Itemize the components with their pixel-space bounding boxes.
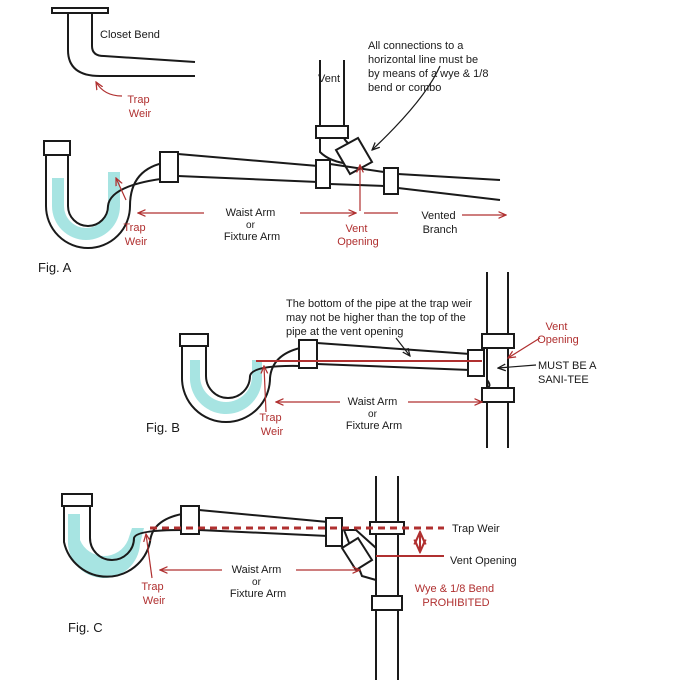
closet-trap-weir-label: Trap Weir bbox=[127, 94, 152, 120]
note-arrow-a bbox=[372, 65, 441, 150]
closet-trap-weir-arrow bbox=[96, 82, 123, 97]
vent-stack-c bbox=[340, 476, 405, 680]
trap-weir-arrow-b bbox=[264, 366, 266, 413]
wye-connection-note: All connections to a horizontal line mus… bbox=[368, 40, 492, 94]
trap-weir-arrow-c bbox=[146, 534, 153, 579]
arm-label-c: Waist Arm or Fixture Arm bbox=[230, 564, 286, 600]
trap-c bbox=[61, 493, 200, 579]
figure-b: The bottom of the pipe at the trap weir … bbox=[146, 272, 599, 448]
must-be-sanitee-label: MUST BE A SANI-TEE bbox=[538, 360, 599, 386]
prohibited-label: Wye & 1/8 Bend PROHIBITED bbox=[415, 583, 497, 609]
note-arrow-b bbox=[395, 337, 410, 356]
trap-weir-level-label: Trap Weir bbox=[452, 523, 500, 535]
vented-branch-label: Vented Branch bbox=[421, 210, 458, 236]
closet-bend-pipe bbox=[51, 7, 196, 77]
trap-weir-label-b: Trap Weir bbox=[259, 412, 284, 438]
fixture-arm-b bbox=[316, 342, 485, 377]
trap-a bbox=[43, 140, 179, 249]
vent-stack-b bbox=[481, 272, 515, 448]
fixture-arm-c bbox=[198, 509, 343, 547]
trap-weir-label-a: Trap Weir bbox=[123, 222, 148, 248]
figure-a: Closet Bend Trap Weir Vent All connectio… bbox=[38, 7, 506, 275]
figure-c-label: Fig. C bbox=[68, 620, 103, 635]
fixture-arm-a bbox=[177, 153, 501, 201]
trap-weir-label-c: Trap Weir bbox=[141, 581, 166, 607]
closet-bend-label: Closet Bend bbox=[100, 29, 160, 41]
figure-c: Trap Weir Vent Opening Wye & 1/8 Bend PR… bbox=[61, 476, 517, 680]
sanitee-arrow bbox=[498, 365, 537, 368]
arm-label-b: Waist Arm or Fixture Arm bbox=[346, 396, 402, 432]
vent-opening-label-a: Vent Opening bbox=[337, 223, 379, 248]
trap-weir-arrow-a bbox=[116, 178, 127, 201]
trap-b bbox=[179, 333, 318, 423]
weir-height-note: The bottom of the pipe at the trap weir … bbox=[286, 298, 475, 338]
vent-opening-arrow-b bbox=[508, 337, 541, 358]
figure-b-label: Fig. B bbox=[146, 420, 180, 435]
figure-a-label: Fig. A bbox=[38, 260, 72, 275]
vent-opening-level-label: Vent Opening bbox=[450, 555, 517, 567]
vent-opening-label-b: Vent Opening bbox=[537, 321, 579, 346]
arm-label-a: Waist Arm or Fixture Arm bbox=[224, 207, 280, 243]
vent-label-a: Vent bbox=[318, 73, 340, 85]
